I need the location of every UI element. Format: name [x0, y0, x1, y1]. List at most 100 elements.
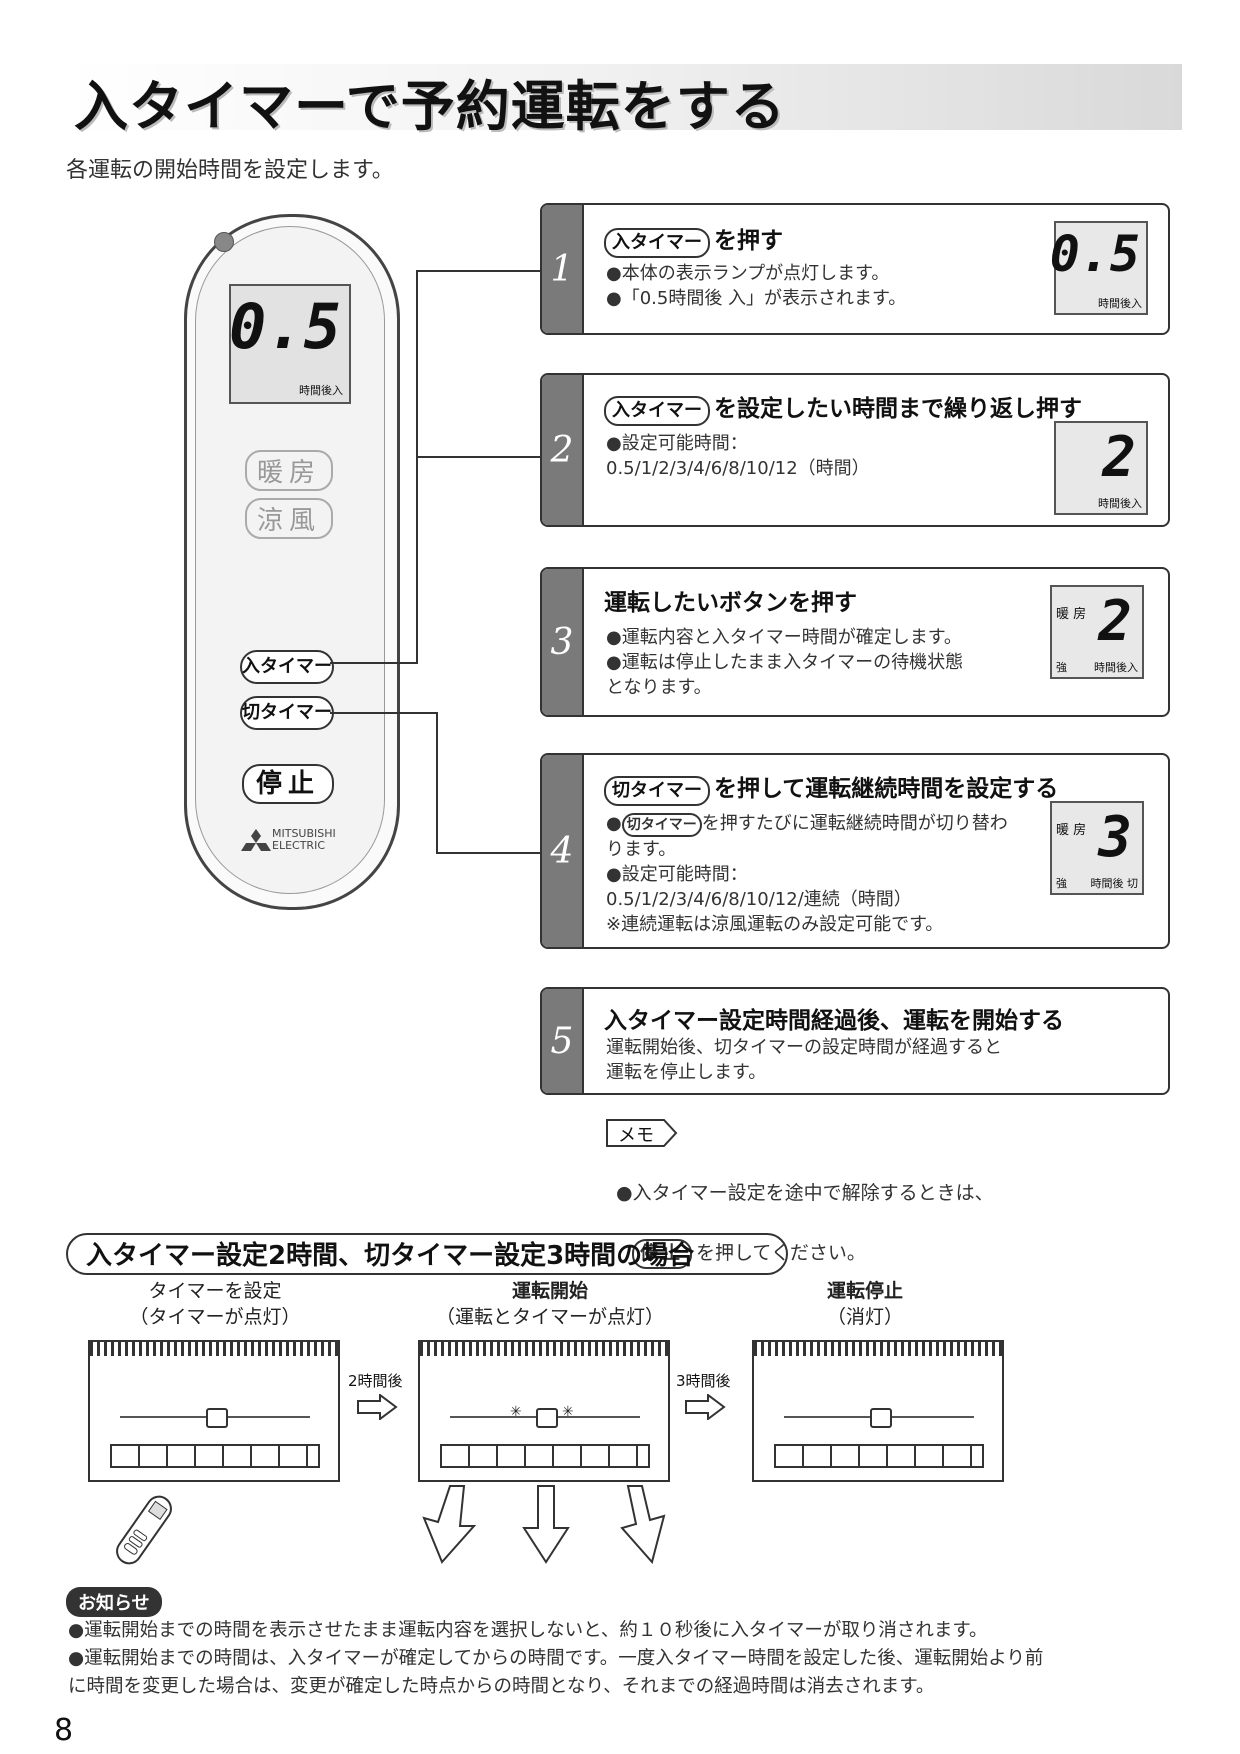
on-timer-button[interactable]: 入タイマー — [240, 650, 334, 684]
connector-line-off-timer-c — [436, 852, 542, 854]
step-4-lcd-value: 3 — [1098, 805, 1132, 870]
step-3-body: ●運転内容と入タイマー時間が確定します。 ●運転は停止したまま入タイマーの待機状… — [606, 627, 964, 698]
step-4-inline-pill: 切タイマー — [621, 813, 702, 837]
connector-line-1 — [416, 270, 542, 272]
stage-1-sub: （タイマーが点灯） — [129, 1306, 301, 1328]
step-3-lcd: 暖 房 2 強 時間後入 — [1050, 585, 1144, 679]
memo-tag-label: メモ — [618, 1125, 654, 1146]
mitsubishi-logo-icon — [241, 829, 271, 851]
step-1-button-pill: 入タイマー — [604, 228, 710, 258]
step-2-number: 2 — [542, 375, 584, 525]
step-2-heading: 入タイマーを設定したい時間まで繰り返し押す — [604, 389, 1082, 426]
stage-3-label: 運転停止 （消灯） — [740, 1278, 990, 1330]
heat-button[interactable]: 暖房 — [245, 450, 334, 491]
connector-line-on-timer — [330, 662, 418, 664]
step-4-heading: 切タイマーを押して運転継続時間を設定する — [604, 769, 1058, 806]
step-3-heading: 運転したいボタンを押す — [604, 590, 857, 616]
cool-breeze-button[interactable]: 涼風 — [245, 498, 334, 539]
step-3: 3 運転したいボタンを押す ●運転内容と入タイマー時間が確定します。 ●運転は停… — [540, 567, 1170, 717]
unit-2-lamp-glow-icon: ✳ — [510, 1404, 522, 1420]
step-1-lcd-value: 0.5 — [1049, 225, 1140, 283]
unit-3-button — [870, 1408, 892, 1428]
unit-1-top-grille — [90, 1342, 338, 1356]
title-bar — [66, 64, 1182, 130]
step-2-heading-text: を設定したい時間まで繰り返し押す — [714, 396, 1082, 422]
unit-2-button — [536, 1408, 558, 1428]
memo-tag: メモ — [606, 1118, 678, 1147]
step-1-lcd: 0.5 時間後入 — [1050, 221, 1148, 315]
remote-lcd-value: 0.5 — [229, 290, 341, 363]
stage-2-title: 運転開始 — [511, 1280, 588, 1302]
step-3-number: 3 — [542, 569, 584, 715]
step-2-body: ●設定可能時間： 0.5/1/2/3/4/6/8/10/12（時間） — [606, 433, 870, 479]
right-arrow-icon — [357, 1394, 398, 1420]
step-3-lcd-value: 2 — [1098, 589, 1132, 654]
stage-2-label: 運転開始 （運転とタイマーが点灯） — [400, 1278, 700, 1330]
step-1-number: 1 — [542, 205, 584, 333]
brand-line-1: MITSUBISHI — [272, 827, 336, 840]
intro-text: 各運転の開始時間を設定します。 — [66, 158, 394, 183]
step-4-lcd: 暖 房 3 強 時間後 切 — [1050, 801, 1144, 895]
step-5-heading: 入タイマー設定時間経過後、運転を開始する — [604, 1008, 1064, 1034]
unit-3-vent — [774, 1444, 984, 1468]
remote-lcd-unit: 時間後入 — [299, 384, 343, 397]
page-number: 8 — [54, 1713, 74, 1748]
indoor-unit-2: ✳ ✳ — [418, 1340, 670, 1482]
unit-1-button — [206, 1408, 228, 1428]
step-4-button-pill: 切タイマー — [604, 776, 710, 806]
step-4-body: ●切タイマーを押すたびに運転継続時間が切り替わ ります。 ●設定可能時間： 0.… — [606, 811, 1008, 937]
brand-line-2: ELECTRIC — [272, 839, 325, 852]
indoor-unit-1 — [88, 1340, 340, 1482]
connector-line-off-timer-a — [330, 712, 438, 714]
step-1-lcd-unit: 時間後入 — [1098, 297, 1142, 310]
step-1-heading-text: を押す — [714, 228, 783, 254]
remote-lcd: 0.5 時間後入 — [229, 284, 351, 404]
connector-line-off-timer-b — [436, 712, 438, 854]
unit-2-top-grille — [420, 1342, 668, 1356]
step-4-number: 4 — [542, 755, 584, 947]
step-2-button-pill: 入タイマー — [604, 396, 710, 426]
indoor-unit-3 — [752, 1340, 1004, 1482]
unit-1-vent — [110, 1444, 320, 1468]
stop-button[interactable]: 停止 — [242, 764, 334, 804]
ir-emitter-icon — [214, 232, 234, 252]
step-4-bullet: ● — [606, 813, 622, 834]
unit-2-vent — [440, 1444, 650, 1468]
step-2-lcd-unit: 時間後入 — [1098, 497, 1142, 510]
arrow-1-label: 2時間後 — [348, 1372, 403, 1390]
off-timer-button[interactable]: 切タイマー — [240, 696, 334, 730]
unit-2-timer-glow-icon: ✳ — [562, 1404, 574, 1420]
step-3-lcd-unit: 時間後入 — [1094, 661, 1138, 674]
stage-1-label: タイマーを設定 （タイマーが点灯） — [90, 1278, 340, 1330]
step-4-heading-text: を押して運転継続時間を設定する — [714, 776, 1059, 802]
step-2-lcd: 2 時間後入 — [1054, 421, 1148, 515]
stage-1-title: タイマーを設定 — [148, 1280, 282, 1302]
example-title: 入タイマー設定2時間、切タイマー設定3時間の場合 — [66, 1233, 788, 1275]
stage-2-sub: （運転とタイマーが点灯） — [435, 1306, 664, 1328]
step-4: 4 切タイマーを押して運転継続時間を設定する ●切タイマーを押すたびに運転継続時… — [540, 753, 1170, 949]
step-4-lcd-fan: 強 — [1056, 877, 1067, 890]
page-title: 入タイマーで予約運転をする — [74, 75, 786, 138]
connector-line-vertical — [416, 270, 418, 662]
stage-3-title: 運転停止 — [826, 1280, 903, 1302]
step-5-number: 5 — [542, 989, 584, 1093]
remote-control-icon — [116, 1495, 172, 1565]
step-1-body: ●本体の表示ランプが点灯します。 ●「0.5時間後 入」が表示されます。 — [606, 263, 907, 309]
step-3-lcd-mode: 暖 房 — [1056, 607, 1087, 622]
memo-stop-pill: 停止 — [632, 1239, 692, 1269]
stage-3-sub: （消灯） — [826, 1306, 903, 1328]
step-4-lcd-unit: 時間後 切 — [1090, 877, 1139, 890]
step-2-lcd-value: 2 — [1102, 425, 1136, 490]
unit-3-top-grille — [754, 1342, 1002, 1356]
airflow-arrows-icon — [422, 1485, 666, 1564]
step-4-lcd-mode: 暖 房 — [1056, 823, 1087, 838]
step-1: 1 入タイマーを押す ●本体の表示ランプが点灯します。 ●「0.5時間後 入」が… — [540, 203, 1170, 335]
step-5-body: 運転開始後、切タイマーの設定時間が経過すると 運転を停止します。 — [606, 1037, 1002, 1083]
notice-tag: お知らせ — [66, 1587, 162, 1617]
right-arrow-icon — [685, 1394, 726, 1420]
arrow-2-label: 3時間後 — [676, 1372, 731, 1390]
memo-line-1: ●入タイマー設定を途中で解除するときは、 — [616, 1182, 994, 1204]
brand-name: MITSUBISHI ELECTRIC — [272, 828, 336, 852]
step-1-heading: 入タイマーを押す — [604, 221, 783, 258]
memo-tag-shape — [606, 1119, 678, 1147]
